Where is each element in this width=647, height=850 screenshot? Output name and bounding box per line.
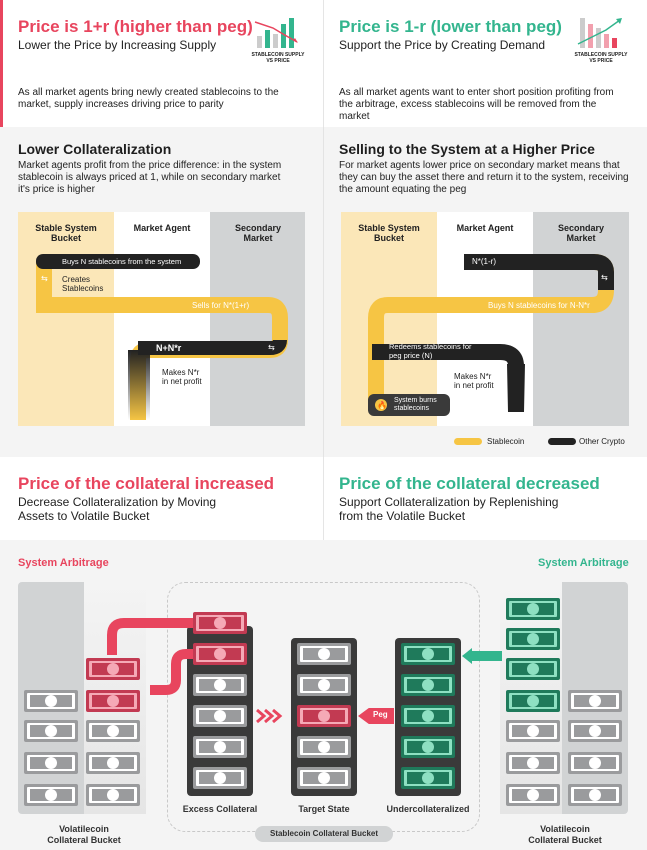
stablecoin-bucket-label: Stablecoin Collateral Bucket: [269, 829, 379, 838]
bottom-right-title: Price of the collateral decreased: [339, 474, 600, 493]
top-right-subtitle: Support the Price by Creating Demand: [339, 38, 546, 52]
mid-right-col-label-secondary: Secondary Market: [557, 223, 605, 243]
demand-chart-badge-label: STABLECOIN SUPPLY VS PRICE: [574, 52, 628, 64]
svg-text:🔥: 🔥: [377, 400, 387, 410]
mid-left-heading: Lower Collateralization: [18, 141, 172, 157]
target-caption: Target State: [298, 804, 350, 814]
top-left-title: Price is 1+r (higher than peg): [18, 17, 253, 36]
mid-left-nr-label: N+N*r: [156, 343, 182, 353]
legend-stablecoin-swatch: [454, 438, 482, 445]
bottom-left-subtitle: Decrease Collateralization by Moving Ass…: [18, 495, 217, 523]
mid-right-n1r-label: N*(1-r): [472, 257, 496, 266]
mid-left-col-label-market: Market Agent: [133, 223, 191, 233]
mid-right-col-label-stable: Stable System Bucket: [358, 223, 420, 243]
mid-right-col-label-market: Market Agent: [456, 223, 514, 233]
mid-left-description: Market agents profit from the price diff…: [18, 160, 282, 195]
mid-right-profit-label: Makes N*r in net profit: [454, 372, 494, 390]
under-caption: Undercollateralized: [386, 804, 470, 814]
mid-left-col-secondary: [210, 212, 305, 426]
mid-left-flow: ⇆ ⇆: [36, 254, 288, 420]
mid-right-flow: 🔥 ⇆: [368, 254, 614, 416]
bottom-left-title: Price of the collateral increased: [18, 474, 275, 493]
mid-right-redeems-label: Redeems stablecoins for peg price (N): [389, 342, 472, 360]
top-right-description: As all market agents want to enter short…: [339, 87, 614, 122]
svg-text:⇆: ⇆: [268, 343, 275, 352]
mid-right-buys-label: Buys N stablecoins for N-N*r: [488, 301, 590, 310]
mid-right-description: For market agents lower price on seconda…: [339, 160, 629, 195]
peg-label: Peg: [373, 710, 388, 719]
middle-divider: [323, 127, 324, 457]
demand-chart-icon: [576, 14, 626, 64]
excess-caption: Excess Collateral: [182, 804, 258, 814]
mid-right-heading: Selling to the System at a Higher Price: [339, 141, 595, 157]
arbitrage-left-label: System Arbitrage: [18, 557, 109, 569]
volatile-right-caption: Volatilecoin Collateral Bucket: [528, 824, 602, 845]
top-left-subtitle: Lower the Price by Increasing Supply: [18, 38, 217, 52]
mid-left-buys-label: Buys N stablecoins from the system: [62, 257, 182, 266]
peg-arrow: [358, 708, 394, 724]
supply-chart-icon: [253, 14, 303, 64]
mid-right-col-secondary: [533, 212, 629, 426]
mid-left-profit-label: Makes N*r in net profit: [162, 368, 202, 386]
legend-othercrypto-swatch: [548, 438, 576, 445]
top-left-panel: [0, 0, 323, 127]
mid-right-burns-label: System burns stablecoins: [394, 397, 437, 412]
svg-text:⇆: ⇆: [601, 273, 608, 282]
bottom-right-subtitle: Support Collateralization by Replenishin…: [339, 495, 559, 523]
svg-text:⇆: ⇆: [41, 274, 48, 283]
mid-left-col-stable: [18, 212, 114, 426]
mid-right-col-stable: [341, 212, 437, 426]
mid-left-col-label-secondary: Secondary Market: [234, 223, 282, 243]
legend-stablecoin-label: Stablecoin: [487, 437, 525, 446]
mid-left-sells-label: Sells for N*(1+r): [192, 301, 250, 310]
mid-left-creates-label: Creates Stablecoins: [62, 275, 104, 293]
top-right-title: Price is 1-r (lower than peg): [339, 17, 562, 36]
mid-left-col-label-stable: Stable System Bucket: [35, 223, 97, 243]
supply-chart-badge-label: STABLECOIN SUPPLY VS PRICE: [251, 52, 305, 64]
stablecoin-bucket-pill: [255, 826, 393, 842]
legend-othercrypto-label: Other Crypto: [579, 437, 625, 446]
top-right-panel: [324, 0, 647, 127]
volatile-left-caption: Volatilecoin Collateral Bucket: [47, 824, 121, 845]
top-left-description: As all market agents bring newly created…: [18, 87, 279, 110]
arbitrage-right-label: System Arbitrage: [538, 557, 629, 569]
